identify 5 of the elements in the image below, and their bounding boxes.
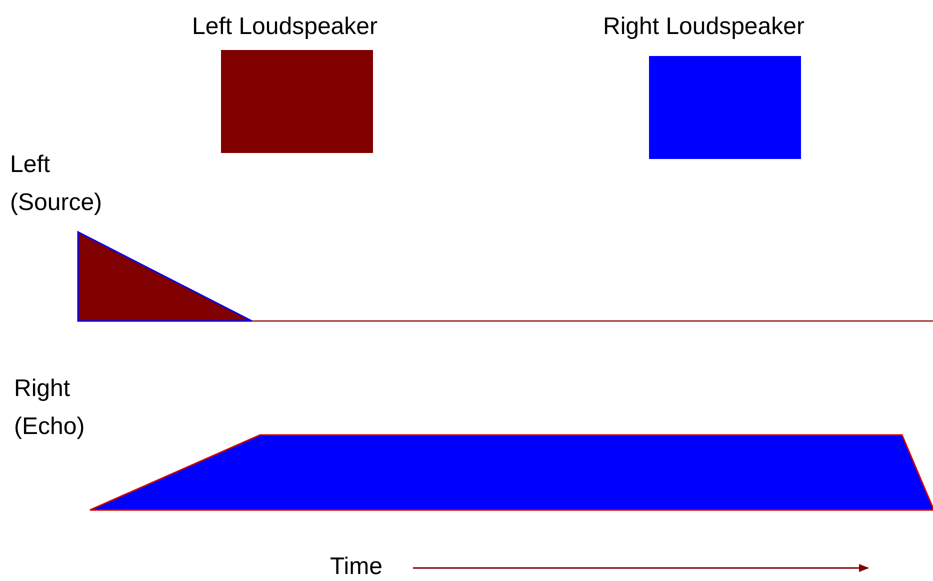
axis-label: Time — [330, 552, 384, 581]
channel-label: Left (Source) — [10, 150, 104, 218]
channel-label: Right (Echo) — [14, 374, 86, 442]
speaker-heading: Right Loudspeaker — [603, 12, 804, 42]
speaker-heading: Left Loudspeaker — [192, 12, 378, 42]
